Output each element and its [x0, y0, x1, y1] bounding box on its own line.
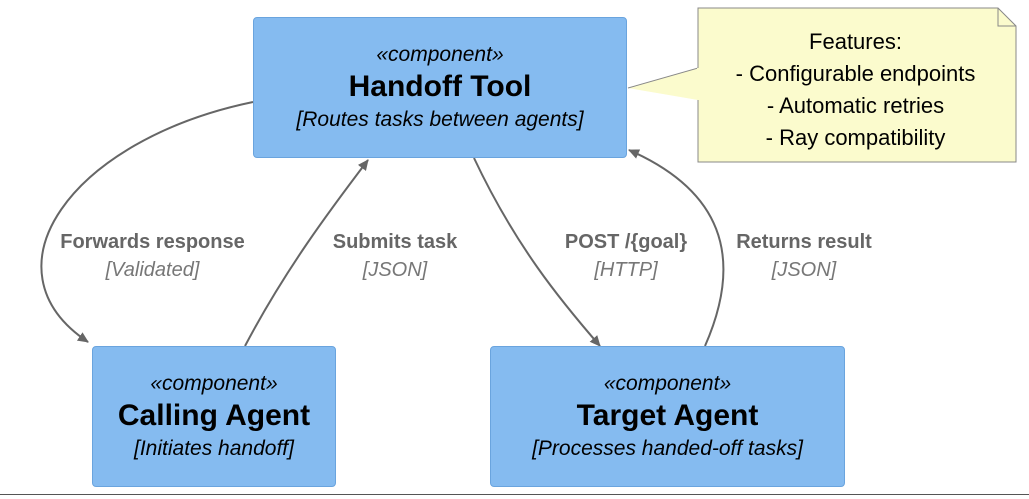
edge-post-goal: [473, 157, 601, 347]
edge-label-protocol: [JSON]: [362, 259, 428, 281]
edge-label-text: Forwards response: [60, 231, 245, 253]
note-line-3: - Ray compatibility: [765, 125, 946, 150]
note-line-0: Features:: [809, 29, 902, 54]
component-name: Calling Agent: [117, 398, 311, 432]
edge-label-text: Returns result: [736, 231, 872, 253]
edge-returns-result: [628, 149, 725, 347]
edge-label-protocol: [JSON]: [771, 259, 837, 281]
note-fold: [997, 8, 1016, 27]
calling-agent-component[interactable]: «component» Calling Agent [Initiates han…: [92, 346, 336, 487]
edge-label-forwards-response: Forwards response [Validated]: [30, 228, 275, 284]
edge-label-protocol: [HTTP]: [594, 259, 658, 281]
component-name: Handoff Tool: [348, 69, 532, 103]
note-line-2: - Automatic retries: [766, 93, 945, 118]
component-name: Target Agent: [576, 398, 759, 432]
component-description: [Processes handed-off tasks]: [532, 436, 803, 460]
edge-submits-task: [244, 159, 369, 347]
edge-label-post-goal: POST /{goal} [HTTP]: [546, 228, 706, 284]
handoff-tool-component[interactable]: «component» Handoff Tool [Routes tasks b…: [253, 17, 627, 158]
note-pointer: [627, 67, 699, 100]
target-agent-component[interactable]: «component» Target Agent [Processes hand…: [490, 346, 845, 487]
edge-label-protocol: [Validated]: [105, 259, 200, 281]
component-stereotype: «component»: [603, 371, 732, 395]
component-description: [Routes tasks between agents]: [296, 107, 584, 131]
bottom-divider: [0, 494, 1029, 495]
component-stereotype: «component»: [376, 42, 504, 66]
edge-label-text: Submits task: [332, 231, 458, 253]
edge-label-returns-result: Returns result [JSON]: [716, 228, 892, 284]
edge-label-submits-task: Submits task [JSON]: [312, 228, 478, 284]
component-stereotype: «component»: [150, 371, 278, 395]
features-note: Features: - Configurable endpoints - Aut…: [698, 26, 1013, 154]
note-shape: [697, 7, 1017, 163]
note-line-1: - Configurable endpoints: [735, 61, 976, 86]
edge-forwards-response: [40, 101, 254, 343]
edge-label-text: POST /{goal}: [564, 231, 688, 253]
component-description: [Initiates handoff]: [134, 436, 294, 460]
